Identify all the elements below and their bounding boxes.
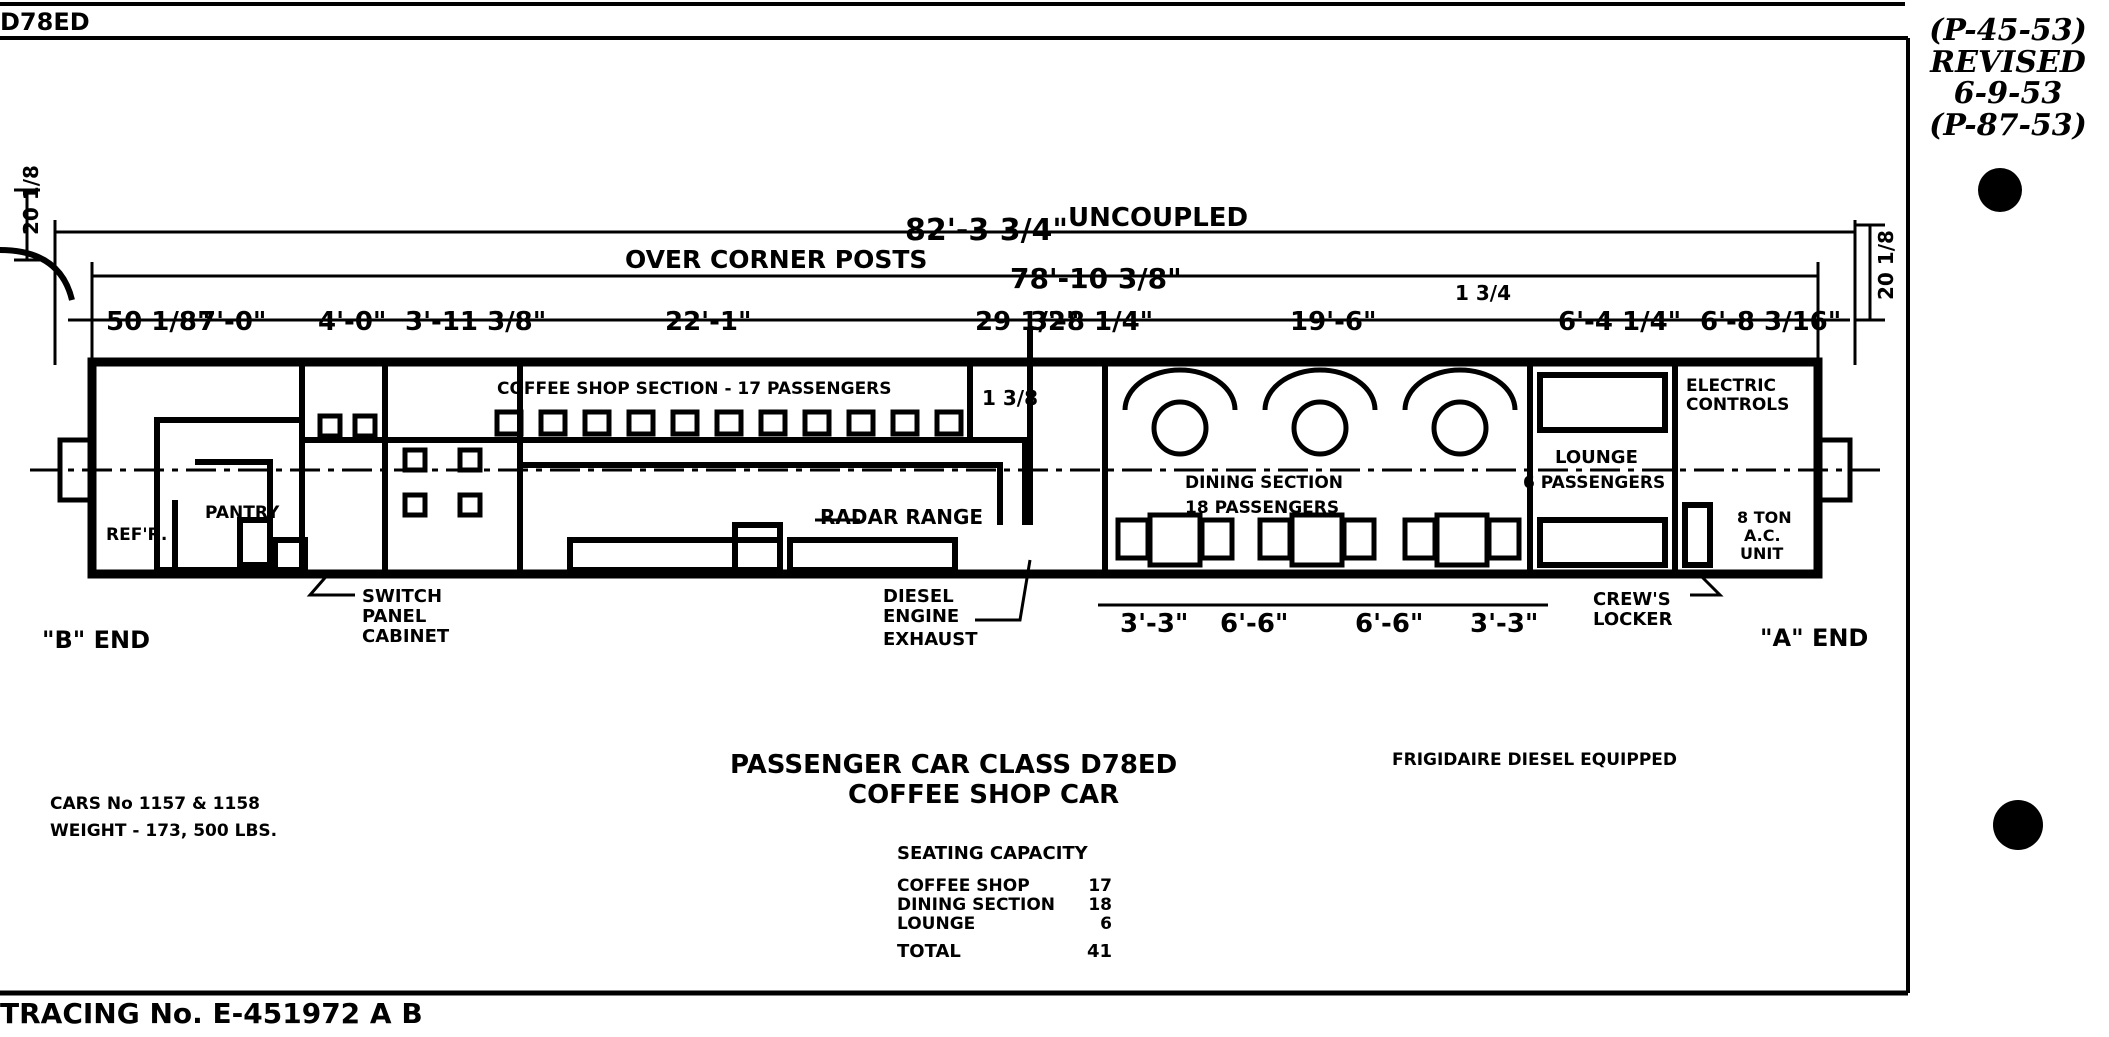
seating-row-value: 18	[1088, 895, 1112, 915]
seating-capacity-heading: SEATING CAPACITY	[897, 843, 1088, 864]
electric-controls-label-2: CONTROLS	[1686, 395, 1789, 415]
diesel-exhaust-label: DIESEL	[883, 586, 954, 607]
end-height-marks	[0, 188, 1885, 322]
car-numbers: CARS No 1157 & 1158	[50, 794, 261, 814]
seating-row-value: 17	[1088, 876, 1112, 896]
seating-row-label: TOTAL	[897, 941, 961, 962]
seating-row-label: COFFEE SHOP	[897, 876, 1030, 896]
segment-1: 50 1/8"	[106, 307, 210, 337]
drawing-subtitle: COFFEE SHOP CAR	[848, 780, 1120, 810]
segment-7: 3'-8 1/4"	[1030, 307, 1153, 337]
crews-locker-label: CREW'S	[1593, 589, 1671, 610]
a-end-label: "A" END	[1760, 624, 1868, 652]
revision-note-4: (P-87-53)	[1929, 107, 2087, 143]
electric-controls-label: ELECTRIC	[1686, 376, 1776, 396]
segment-4: 3'-11 3/8"	[405, 307, 546, 337]
segment-5: 22'-1"	[665, 307, 752, 337]
refrigerator-label: REF'R.	[106, 525, 167, 545]
bottom-segment-dimensions: 3'-3" 6'-6" 6'-6" 3'-3"	[1120, 609, 1538, 639]
tracing-number: TRACING No. E-451972 A B	[0, 997, 423, 1030]
pantry-label: PANTRY	[205, 503, 280, 523]
switch-panel-label-2: PANEL	[362, 606, 426, 627]
dining-section-passengers: 18 PASSENGERS	[1185, 498, 1339, 518]
car-weight: WEIGHT - 173, 500 LBS.	[50, 821, 278, 841]
lounge-passengers: 6 PASSENGERS	[1523, 473, 1665, 493]
end-height-left: 20 1/8	[19, 165, 43, 235]
b-end-label: "B" END	[42, 626, 150, 654]
segment-10: 6'-8 3/16"	[1700, 307, 1841, 337]
seating-row-total: TOTAL 41	[897, 942, 1112, 962]
revision-note-1: (P-45-53)	[1929, 13, 2087, 48]
bottom-segment-2: 6'-6"	[1220, 609, 1288, 639]
exterior-labels: SWITCH PANEL CABINET DIESEL ENGINE EXHAU…	[42, 586, 1868, 654]
crews-locker-label-2: LOCKER	[1593, 609, 1673, 630]
diesel-exhaust-label-3: EXHAUST	[883, 629, 978, 650]
equipment-note: FRIGIDAIRE DIESEL EQUIPPED	[1392, 750, 1678, 770]
dining-section-label: DINING SECTION	[1185, 473, 1343, 493]
drawing-title: PASSENGER CAR CLASS D78ED	[730, 750, 1178, 780]
segment-6: 29 1/2"	[975, 307, 1079, 337]
interior-labels: COFFEE SHOP SECTION - 17 PASSENGERS DINI…	[106, 376, 1792, 563]
radar-range-label: RADAR RANGE	[820, 505, 983, 529]
ac-unit-label-2: A.C.	[1744, 526, 1781, 545]
seating-row-label: DINING SECTION	[897, 895, 1056, 915]
switch-panel-label: SWITCH	[362, 586, 442, 607]
end-height-right: 20 1/8	[1874, 230, 1898, 300]
seating-row-lounge: LOUNGE 6	[897, 915, 1112, 934]
revision-note-3: 6-9-53	[1953, 76, 2063, 111]
dining-tables	[1115, 367, 1522, 568]
top-segment-dimensions: 50 1/8" 7'-0" 4'-0" 3'-11 3/8" 22'-1" 29…	[106, 307, 1841, 337]
punch-holes	[1978, 168, 2043, 850]
over-corner-posts-label: OVER CORNER POSTS	[625, 245, 927, 274]
overall-dimension-lines	[53, 220, 1857, 607]
interior-fixtures	[154, 330, 1713, 574]
inset-offset: 1 3/8	[982, 386, 1038, 410]
side-offset: 1 3/4	[1455, 281, 1511, 305]
uncoupled-label: UNCOUPLED	[1068, 203, 1248, 233]
switch-panel-label-3: CABINET	[362, 626, 450, 647]
car-body	[30, 357, 1880, 579]
uncoupled-length: 82'-3 3/4"	[905, 213, 1068, 248]
over-corner-posts-length: 78'-10 3/8"	[1010, 262, 1182, 295]
lounge-label: LOUNGE	[1555, 447, 1638, 468]
seating-row-coffee-shop: COFFEE SHOP 17	[897, 877, 1112, 896]
handwritten-revision-notes: (P-45-53) REVISED 6-9-53 (P-87-53)	[1908, 15, 2108, 141]
segment-8: 19'-6"	[1290, 307, 1377, 337]
seating-row-value: 41	[1086, 941, 1112, 962]
seating-row-value: 6	[1100, 914, 1112, 934]
coffee-shop-section-label: COFFEE SHOP SECTION - 17 PASSENGERS	[497, 379, 892, 399]
segment-2: 7'-0"	[198, 307, 266, 337]
seating-capacity-table: SEATING CAPACITY COFFEE SHOP 17 DINING S…	[897, 845, 1137, 962]
coffee-shop-seats	[317, 409, 964, 518]
bottom-segment-4: 3'-3"	[1470, 609, 1538, 639]
bottom-segment-1: 3'-3"	[1120, 609, 1188, 639]
seating-row-dining-section: DINING SECTION 18	[897, 896, 1112, 915]
segment-3: 4'-0"	[318, 307, 386, 337]
sheet-border	[0, 2, 1910, 996]
segment-9: 6'-4 1/4"	[1558, 307, 1681, 337]
seating-row-label: LOUNGE	[897, 914, 976, 934]
diesel-exhaust-label-2: ENGINE	[883, 606, 959, 627]
class-code: D78ED	[0, 8, 90, 36]
ac-unit-label: 8 TON	[1737, 508, 1792, 527]
bottom-segment-3: 6'-6"	[1355, 609, 1423, 639]
ac-unit-label-3: UNIT	[1740, 544, 1783, 563]
leader-lines	[306, 518, 1724, 622]
revision-note-2: REVISED	[1930, 44, 2086, 80]
